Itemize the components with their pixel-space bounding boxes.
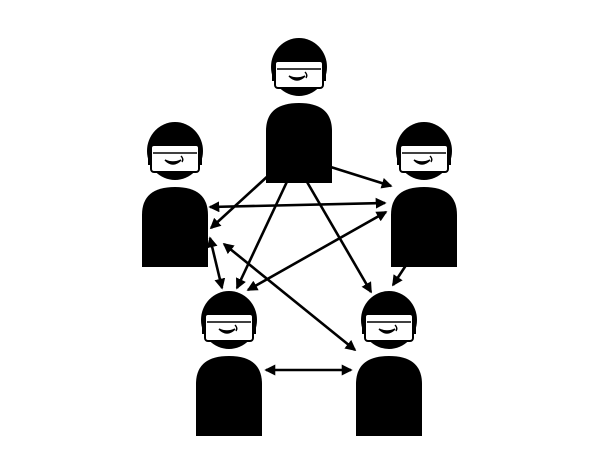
arrow-left-bottom-left xyxy=(206,236,226,290)
person-icon-bottom-right xyxy=(356,291,422,436)
arrow-left-bottom-right xyxy=(222,242,357,352)
smile xyxy=(164,159,182,165)
person-body xyxy=(196,356,262,436)
arrow-left-right xyxy=(208,197,387,213)
person-icon-right xyxy=(391,122,457,267)
person-icon-bottom-left xyxy=(196,291,262,436)
visor xyxy=(399,144,449,173)
visor xyxy=(274,60,324,89)
smile xyxy=(378,328,396,334)
person-body xyxy=(391,187,457,267)
person-icon-top xyxy=(266,38,332,183)
visor xyxy=(150,144,200,173)
person-icon-left xyxy=(142,122,208,267)
person-body xyxy=(356,356,422,436)
smile xyxy=(413,159,431,165)
smile xyxy=(218,328,236,334)
person-body xyxy=(142,187,208,267)
smile xyxy=(288,75,306,81)
arrow-right-bottom-left xyxy=(246,210,388,292)
person-body xyxy=(266,103,332,183)
connections-layer xyxy=(206,160,418,376)
people-layer xyxy=(142,38,457,436)
visor xyxy=(364,313,414,342)
visor xyxy=(204,313,254,342)
